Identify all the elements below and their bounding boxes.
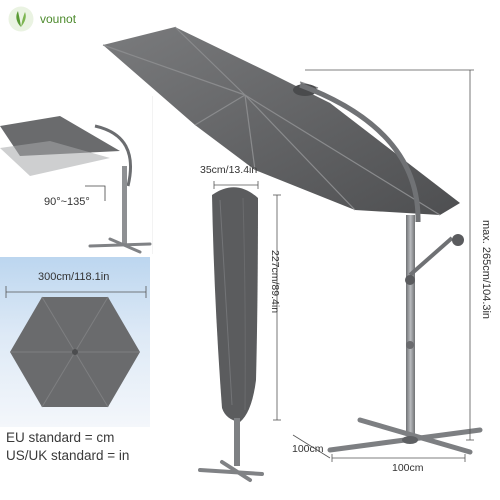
tilt-inset-panel: [0, 96, 153, 254]
cover-width-label: 35cm/13.4in: [200, 164, 258, 176]
brand-logo: vounot: [8, 6, 76, 32]
base-depth-label: 100cm: [292, 443, 324, 455]
leaf-logo-icon: [8, 6, 34, 32]
canopy-diameter-label: 300cm/118.1in: [38, 271, 110, 283]
top-view-panel: [0, 257, 150, 427]
tilt-angle-label: 90°~135°: [44, 196, 90, 208]
us-uk-standard-text: US/UK standard = in: [6, 448, 130, 463]
brand-name: vounot: [40, 12, 77, 26]
base-width-label: 100cm: [392, 462, 424, 474]
cover-height-label: 227cm/89.4in: [269, 250, 281, 314]
max-height-label: max. 265cm/104.3in: [480, 220, 492, 320]
eu-standard-text: EU standard = cm: [6, 430, 115, 445]
